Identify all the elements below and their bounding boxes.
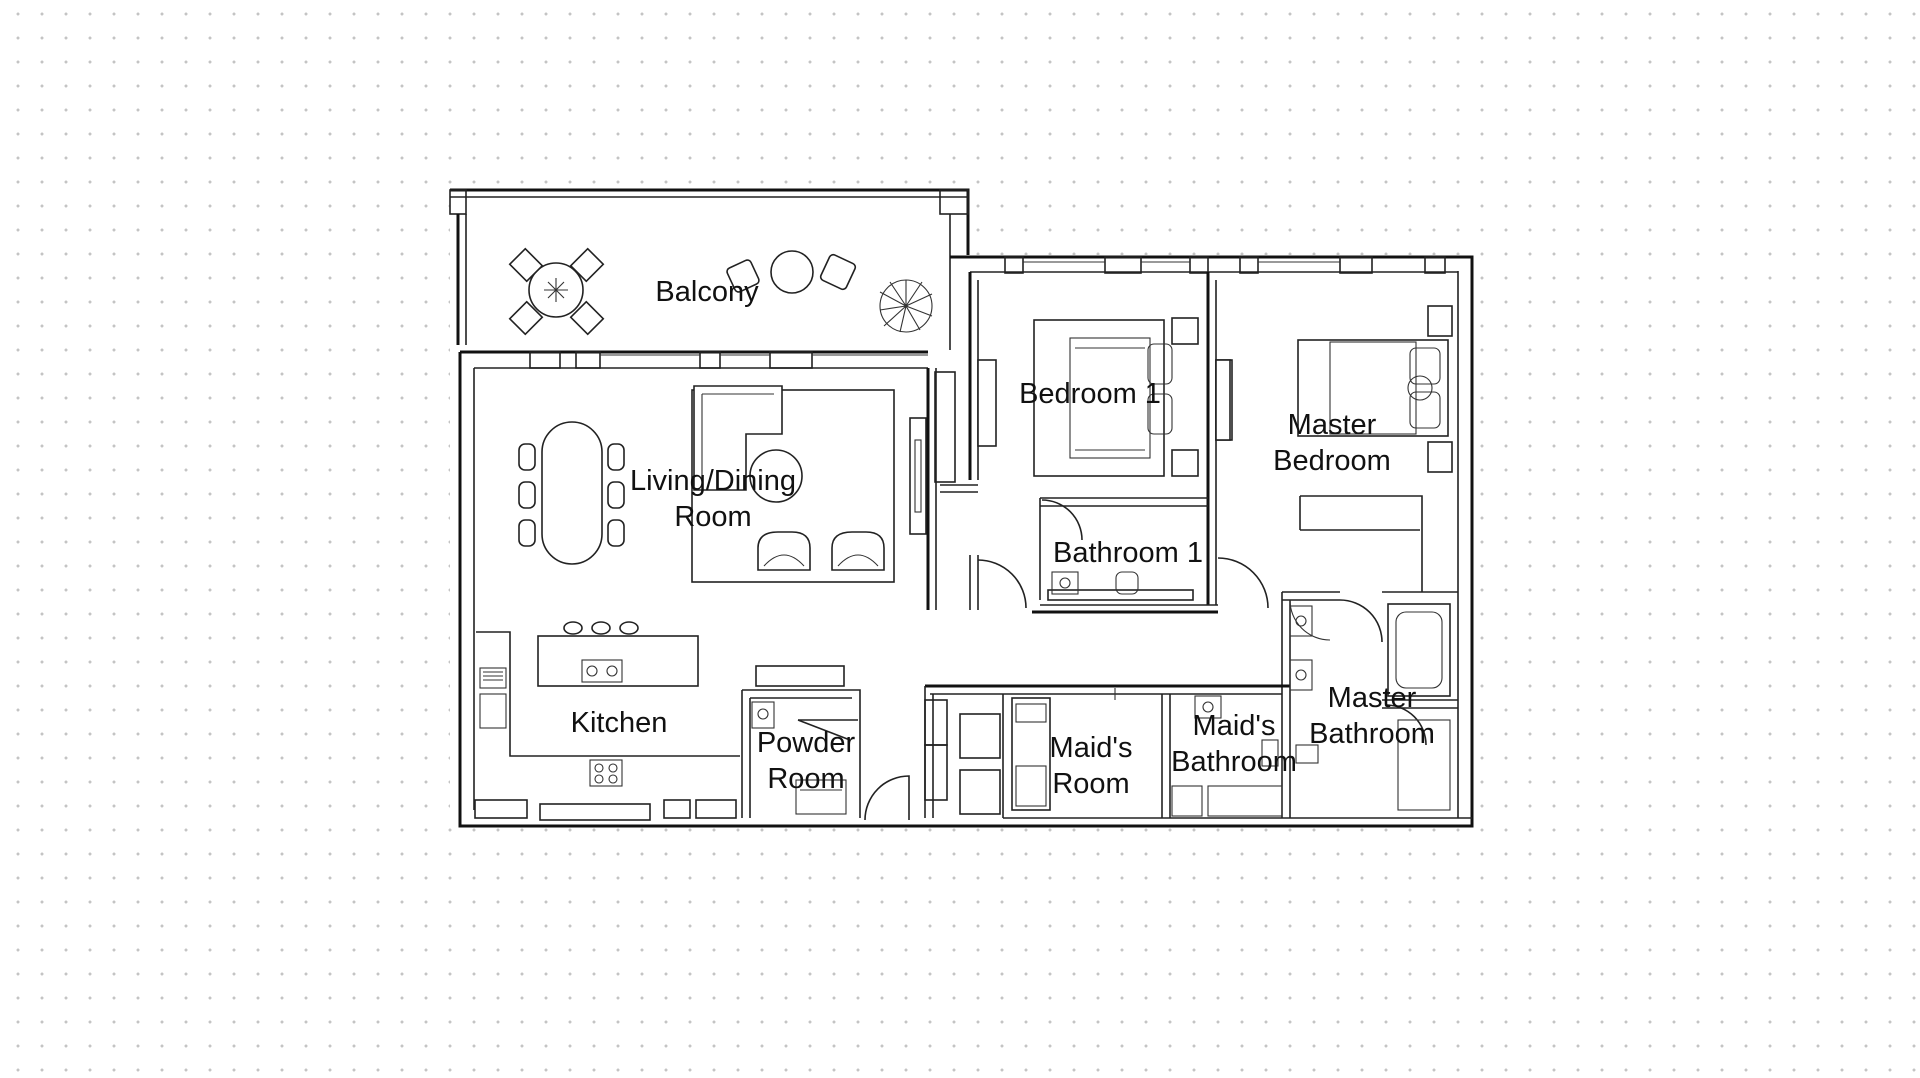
- master-bathroom-fixtures: [1289, 603, 1451, 811]
- room-label-line: Maid's: [1193, 710, 1276, 742]
- room-label-balcony: Balcony: [655, 276, 759, 308]
- room-label-line: Bathroom: [1171, 746, 1297, 778]
- room-label-line: Room: [767, 763, 844, 795]
- room-label-line: Kitchen: [571, 707, 668, 739]
- kitchen-furniture: [474, 621, 740, 821]
- kitchen-island-icon: [537, 621, 699, 687]
- room-label-line: Room: [674, 501, 751, 533]
- wardrobe-icon: [1215, 359, 1231, 441]
- maids-bathroom-fixtures: [1171, 695, 1283, 817]
- room-label-line: Bathroom 1: [1053, 537, 1203, 569]
- maids-room-furniture: [959, 688, 1116, 815]
- bed-icon: [1033, 319, 1173, 477]
- bed-icon: [1011, 697, 1051, 811]
- sectional-sofa-icon: [693, 385, 783, 491]
- powder-room-fixtures: [751, 665, 851, 815]
- room-label-line: Bedroom: [1273, 445, 1391, 477]
- dining-table-icon: [518, 421, 625, 565]
- coffee-table-icon: [749, 449, 803, 503]
- bedroom-1-furniture: [977, 317, 1233, 477]
- round-table-icon: [528, 262, 584, 318]
- room-label-line: Living/Dining: [630, 465, 796, 497]
- tv-unit-icon: [909, 417, 927, 535]
- room-label-line: Powder: [757, 727, 856, 759]
- lounge-chair-icon: [726, 259, 760, 293]
- cooktop-icon: [589, 759, 623, 787]
- armchair-icon: [757, 531, 811, 571]
- room-label-line: Master: [1328, 682, 1417, 714]
- doors: [798, 499, 1427, 821]
- room-label-line: Master: [1288, 409, 1377, 441]
- kitchen-counter: [476, 631, 740, 757]
- kitchen-cabinets: [474, 799, 737, 821]
- room-label-bedroom-1: Bedroom 1: [1019, 378, 1161, 410]
- lounge-chair-icon: [819, 253, 857, 291]
- wardrobe-icon: [977, 359, 997, 447]
- living-furniture: [518, 385, 927, 583]
- room-label-line: Bedroom 1: [1019, 378, 1161, 410]
- room-label-line: Balcony: [655, 276, 759, 308]
- room-label-kitchen: Kitchen: [571, 707, 668, 739]
- windows: [529, 256, 1446, 369]
- master-bedroom-furniture: [1215, 305, 1453, 473]
- bathtub-icon: [1387, 603, 1451, 697]
- room-label-line: Maid's: [1050, 732, 1133, 764]
- interior-walls: [741, 272, 1472, 819]
- balcony-furniture: [508, 247, 933, 336]
- plant-icon: [879, 279, 933, 333]
- armchair-icon: [831, 531, 885, 571]
- bed-icon: [1297, 339, 1449, 437]
- rug-icon: [691, 389, 895, 583]
- room-label-line: Room: [1052, 768, 1129, 800]
- room-label-line: Bathroom: [1309, 718, 1435, 750]
- room-label-bathroom-1: Bathroom 1: [1053, 537, 1203, 569]
- bathroom-1-fixtures: [1051, 571, 1139, 595]
